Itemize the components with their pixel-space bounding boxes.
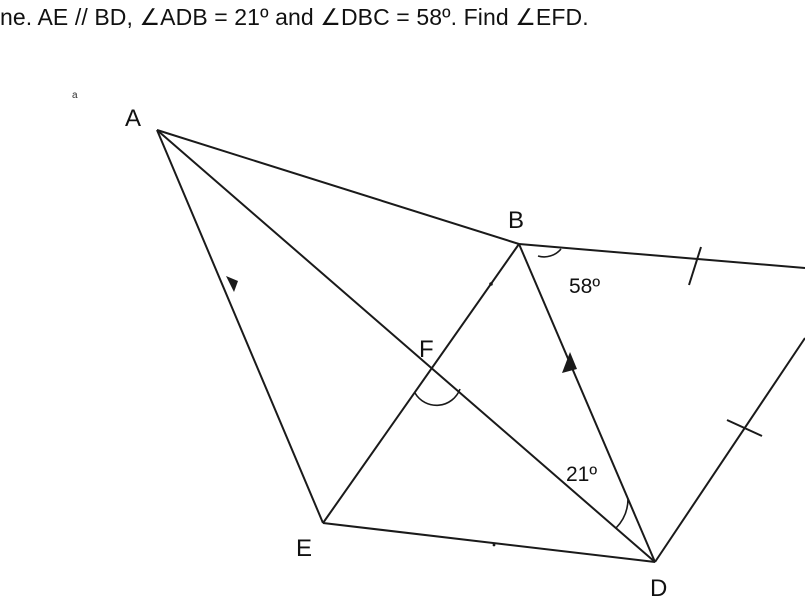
angle-label-DBC: 58º [569,275,600,298]
segment-ED [322,522,656,563]
angle-arc-EFD [414,388,461,407]
label-F: F [419,336,434,363]
segment-EB [322,243,520,524]
segment-BC [518,243,805,269]
stray-mark: a [72,90,78,101]
segment-BD [518,243,656,563]
angle-arc-DBC [537,248,562,258]
dot-mark [492,543,496,547]
label-E: E [296,535,312,562]
segment-DC [654,337,805,563]
label-A: A [125,105,141,132]
angle-label-ADB: 21º [566,463,597,486]
segment-AD [156,129,656,563]
dot-mark [489,282,493,286]
tick-mark-DC [726,419,763,437]
parallel-arrow-BD [562,352,577,373]
label-D: D [650,575,667,602]
angle-arc-ADB [615,498,629,529]
segment-AB [156,129,520,245]
tick-mark-BC [688,246,702,286]
segment-AE [156,129,324,524]
problem-statement: ne. AE // BD, ∠ADB = 21º and ∠DBC = 58º.… [0,4,589,30]
parallel-arrow-AE [226,276,238,292]
label-B: B [508,207,524,234]
